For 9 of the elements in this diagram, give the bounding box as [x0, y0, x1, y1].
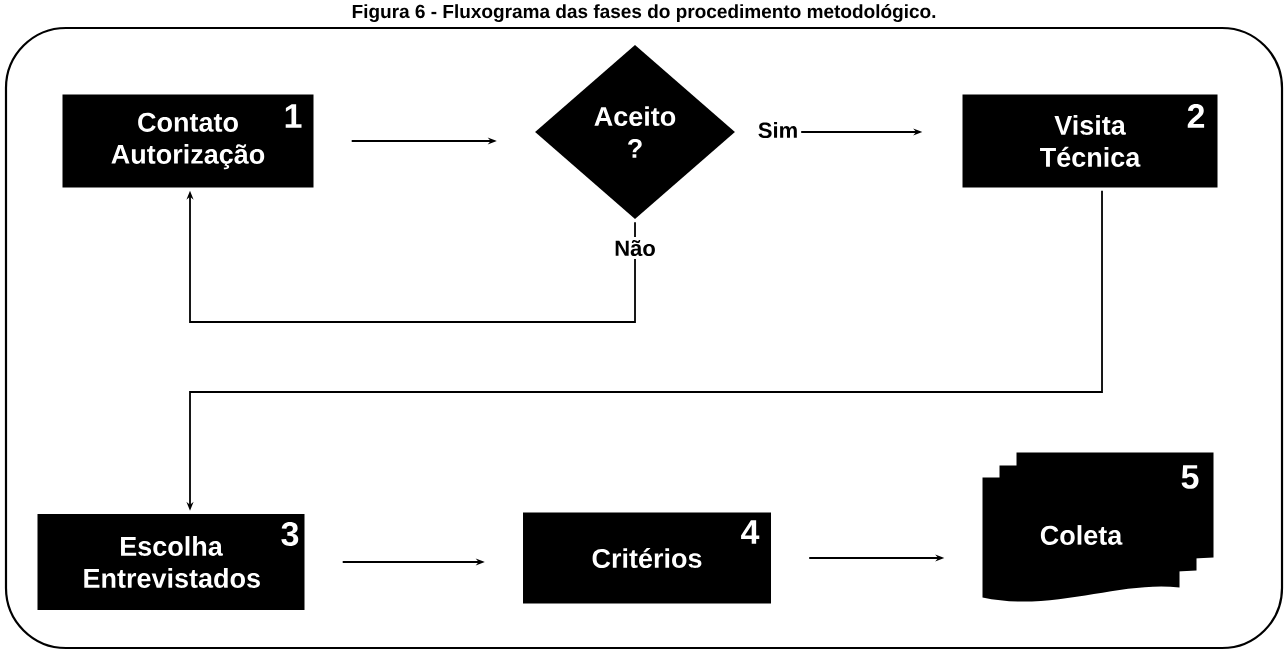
- edge-label: Sim: [754, 118, 802, 142]
- edge-label: Não: [611, 236, 659, 260]
- process-box: Critérios 4: [523, 512, 771, 604]
- title: Figura 6 - Fluxograma das fases do procedimento metodológico.: [352, 4, 936, 22]
- process-box: Contato Autorização 1: [62, 94, 314, 188]
- process-box: Escolha Entrevistados 3: [37, 514, 305, 610]
- node-label: Coleta: [1040, 525, 1123, 545]
- process-box: Visita Técnica 2: [962, 94, 1218, 188]
- node-label: 5: [1181, 465, 1199, 489]
